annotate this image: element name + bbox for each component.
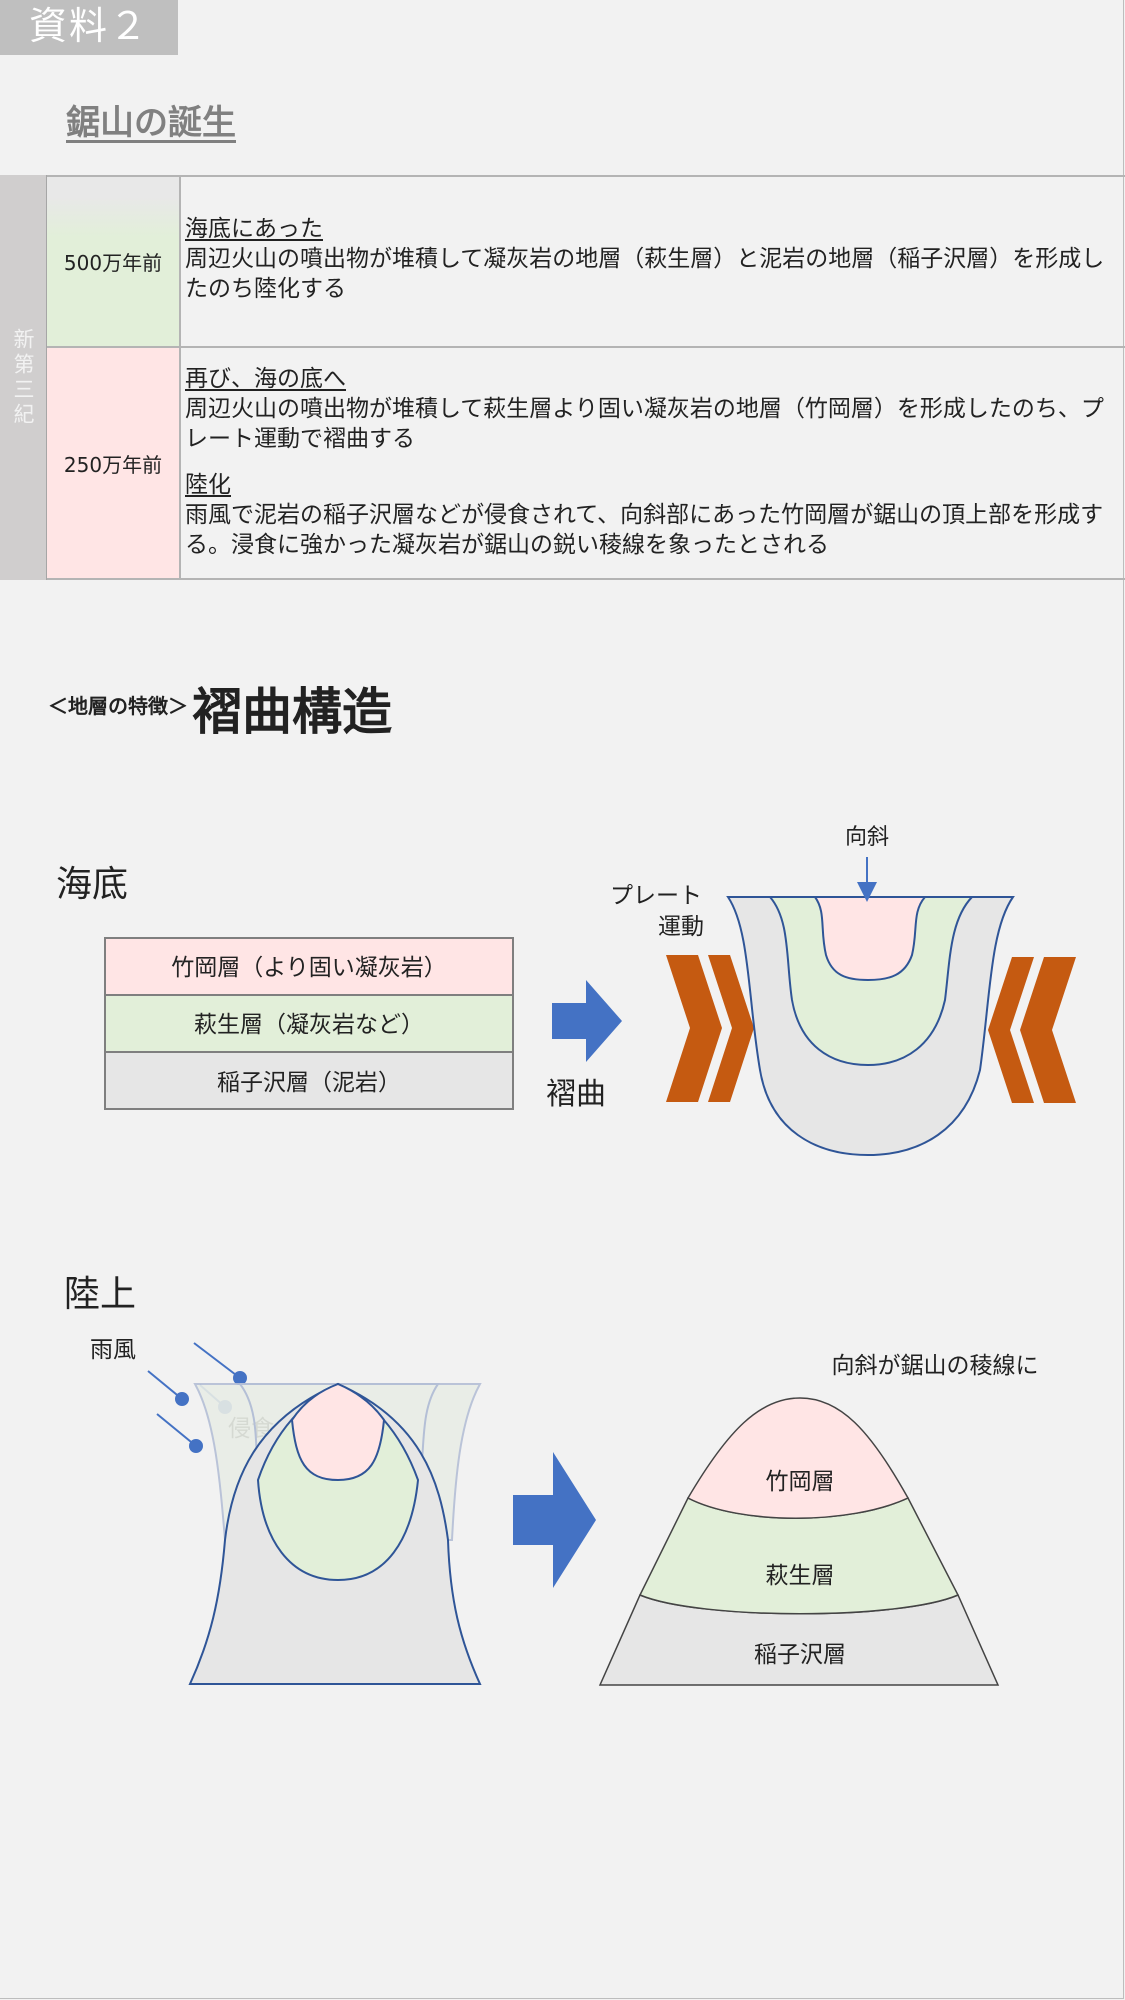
section-heading: 海底にあった bbox=[185, 216, 323, 242]
syncline-fold bbox=[726, 896, 1015, 1157]
plate-push-right-icon bbox=[988, 957, 1076, 1103]
layer-takeoka bbox=[104, 937, 514, 996]
age-cell-2: 250万年前 bbox=[47, 348, 181, 578]
land-label: 陸上 bbox=[64, 1274, 136, 1315]
age-cell-1: 500万年前 bbox=[47, 177, 181, 346]
mountain-layer-label: 竹岡層 bbox=[766, 1469, 835, 1495]
table-top-border bbox=[0, 175, 1125, 177]
age-label: 250万年前 bbox=[63, 452, 163, 477]
table-bottom-border bbox=[0, 578, 1125, 580]
plate-push-left-icon bbox=[666, 955, 754, 1102]
result-caption: 向斜が鋸山の稜線に bbox=[832, 1353, 1039, 1379]
layer-label: 萩生層（凝灰岩など） bbox=[194, 1012, 424, 1038]
plate-label: 運動 bbox=[658, 914, 704, 940]
mountain-layer-label: 萩生層 bbox=[766, 1563, 835, 1589]
plate-label: プレート bbox=[610, 883, 702, 909]
document-badge: 資料２ bbox=[0, 0, 178, 55]
fold-arrow-icon bbox=[552, 980, 622, 1062]
section-body: 周辺火山の噴出物が堆積して萩生層より固い凝灰岩の地層（竹岡層）を形成したのち、プ… bbox=[185, 396, 1104, 452]
era-cell: 新第三紀 bbox=[0, 175, 47, 580]
section-body: 周辺火山の噴出物が堆積して凝灰岩の地層（萩生層）と泥岩の地層（稲子沢層）を形成し… bbox=[185, 246, 1105, 302]
syncline-label: 向斜 bbox=[845, 825, 889, 850]
result-arrow-icon bbox=[513, 1452, 596, 1588]
section-heading: 陸化 bbox=[185, 472, 231, 498]
layer-inagozawa bbox=[104, 1051, 514, 1110]
feature-heading: 褶曲構造 bbox=[192, 683, 392, 741]
section-body: 雨風で泥岩の稲子沢層などが侵食されて、向斜部にあった竹岡層が鋸山の頂上部を形成す… bbox=[185, 502, 1104, 558]
layer-stack: 竹岡層（より固い凝灰岩） 萩生層（凝灰岩など） 稲子沢層（泥岩） bbox=[104, 937, 514, 1110]
layer-hagyu bbox=[104, 994, 514, 1053]
table-row-divider bbox=[0, 346, 1125, 348]
age-label: 500万年前 bbox=[63, 251, 163, 275]
mountain-layer-label: 稲子沢層 bbox=[754, 1642, 846, 1668]
eroded-fold bbox=[188, 1382, 482, 1685]
seabed-label: 海底 bbox=[56, 864, 128, 905]
layer-label: 竹岡層（より固い凝灰岩） bbox=[171, 955, 447, 981]
layer-label: 稲子沢層（泥岩） bbox=[217, 1070, 401, 1096]
description-cell-1: 海底にあった 周辺火山の噴出物が堆積して凝灰岩の地層（萩生層）と泥岩の地層（稲子… bbox=[185, 214, 1115, 304]
era-label: 新第三紀 bbox=[11, 327, 35, 428]
fold-label: 褶曲 bbox=[546, 1077, 606, 1112]
description-cell-2: 再び、海の底へ 周辺火山の噴出物が堆積して萩生層より固い凝灰岩の地層（竹岡層）を… bbox=[185, 364, 1115, 560]
mountain-profile: 竹岡層 萩生層 稲子沢層 bbox=[598, 1397, 1000, 1686]
rainwind-label: 雨風 bbox=[90, 1337, 136, 1363]
feature-subheading: ＜地層の特徴＞ bbox=[48, 694, 188, 718]
page-title: 鋸山の誕生 bbox=[66, 103, 236, 143]
section-heading: 再び、海の底へ bbox=[185, 366, 346, 392]
